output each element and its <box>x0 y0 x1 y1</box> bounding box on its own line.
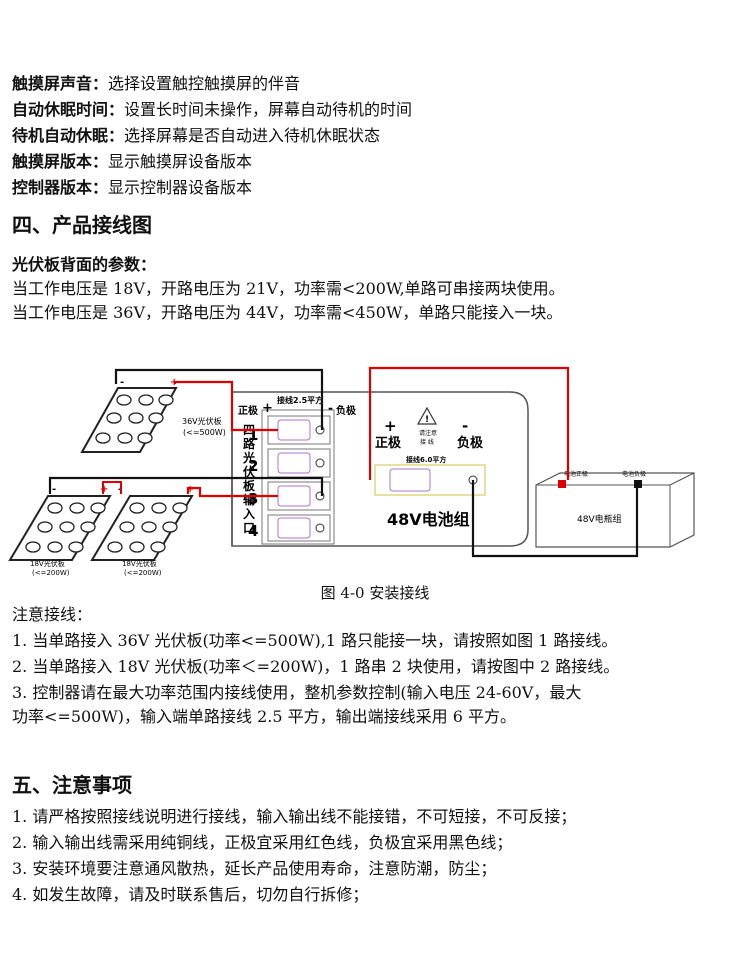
setting-desc: 选择设置触控触摸屏的伴音 <box>108 74 301 93</box>
setting-row-touch-sound: 触摸屏声音：选择设置触控触摸屏的伴音 <box>12 73 300 95</box>
input-number: 2 <box>248 457 258 475</box>
setting-label: 待机自动休眠： <box>12 126 125 145</box>
battery-label: 48V电瓶组 <box>577 513 622 525</box>
input-minus-sign: - <box>328 401 333 415</box>
input-pos-label: 正极 <box>238 404 259 417</box>
section-title-precautions: 五、注意事项 <box>12 773 132 797</box>
setting-row-sleep-time: 自动休眠时间：设置长时间未操作，屏幕自动待机的时间 <box>12 99 412 121</box>
input-label-char: 板 <box>243 478 256 493</box>
panel-param-36v: 当工作电压是 36V，开路电压为 44V，功率需<450W，单路只能接入一块。 <box>12 303 563 322</box>
output-pos-label: 正极 <box>375 435 402 451</box>
input-plus-sign: + <box>262 401 273 416</box>
battery-box <box>535 472 695 548</box>
setting-desc: 选择屏幕是否自动进入待机休眠状态 <box>124 126 381 145</box>
red-wire-18v-b <box>186 486 278 498</box>
panel18a-power: (<=200W) <box>32 569 70 577</box>
note-item: 2. 当单路接入 18V 光伏板(功率＜=200W)，1 路串 2 块使用，请按… <box>12 657 620 676</box>
precaution-item: 2. 输入输出线需采用纯铜线，正极宜采用红色线，负极宜采用黑色线； <box>12 833 513 852</box>
solar-panel-18v-b <box>90 495 194 561</box>
solar-panel-36v <box>80 387 178 453</box>
black-wire-battery <box>471 480 639 558</box>
setting-desc: 设置长时间未操作，屏幕自动待机的时间 <box>124 100 413 119</box>
black-wire-18v-a <box>48 476 324 496</box>
figure-caption: 图 4-0 安装接线 <box>320 584 430 602</box>
notice-text: 接 线 <box>420 438 434 446</box>
note-item: 1. 当单路接入 36V 光伏板(功率<=500W),1 路只能接一块，请按照如… <box>12 631 618 650</box>
input-label-char: 路 <box>243 436 256 451</box>
svg-text:!: ! <box>425 415 429 425</box>
panel-param-18v: 当工作电压是 18V，开路电压为 21V，功率需<200W,单路可串接两块使用。 <box>12 279 565 298</box>
battery-pos-label: 电池正极 <box>564 470 588 478</box>
notice-text: 请注意 <box>419 429 437 437</box>
battery-neg-label: 电池负极 <box>622 470 646 478</box>
precaution-item: 3. 安装环境要注意通风散热，延长产品使用寿命，注意防潮，防尘； <box>12 859 497 878</box>
setting-row-controller-version: 控制器版本：显示控制器设备版本 <box>12 177 252 199</box>
setting-label: 触摸屏声音： <box>12 74 109 93</box>
input-wire-spec: 接线2.5平方 <box>277 395 323 405</box>
input-number: 3 <box>248 490 258 508</box>
output-minus-sign: - <box>462 417 468 435</box>
setting-row-standby-sleep: 待机自动休眠：选择屏幕是否自动进入待机休眠状态 <box>12 125 380 147</box>
section-title-wiring: 四、产品接线图 <box>12 213 152 237</box>
red-wire-36v <box>173 380 278 432</box>
panel18b-plus: + <box>186 484 194 495</box>
panel18a-label: 18V光伏板 <box>30 559 65 568</box>
output-neg-label: 负极 <box>457 435 484 451</box>
panel18b-label: 18V光伏板 <box>122 559 157 568</box>
precaution-item: 1. 请严格按照接线说明进行接线，输入输出线不能接错，不可短接，不可反接； <box>12 807 577 826</box>
battery-neg-terminal <box>634 480 642 488</box>
red-wire-series <box>102 481 122 494</box>
solar-panel-18v-a <box>8 495 112 561</box>
input-terminals <box>267 415 331 542</box>
input-label-char: 口 <box>243 521 255 535</box>
setting-label: 控制器版本： <box>12 178 109 197</box>
setting-label: 自动休眠时间： <box>12 100 125 119</box>
panel18a-plus: + <box>100 484 108 495</box>
input-number: 1 <box>248 426 258 444</box>
precaution-item: 4. 如发生故障，请及时联系售后，切勿自行拆修； <box>12 885 369 904</box>
setting-desc: 显示控制器设备版本 <box>108 178 253 197</box>
panel18a-minus: - <box>52 484 56 495</box>
warning-icon <box>416 406 438 425</box>
setting-row-touch-version: 触摸屏版本：显示触摸屏设备版本 <box>12 151 252 173</box>
input-label-char: 入 <box>243 507 255 521</box>
note-item: 功率<=500W)，输入端单路接线 2.5 平方，输出端接线采用 6 平方。 <box>12 707 517 726</box>
wiring-diagram: 四 路 光 伏 板 输 入 口 1 2 3 4 正极 + 接线2.5平方 - 负… <box>8 366 695 577</box>
panel36-label: 36V光伏板 <box>182 416 222 426</box>
output-plus-sign: + <box>384 417 397 435</box>
input-neg-label: 负极 <box>336 404 357 417</box>
setting-desc: 显示触摸屏设备版本 <box>108 152 253 171</box>
panel36-power: (<=500W) <box>183 428 226 437</box>
panel36-minus: - <box>120 377 124 388</box>
red-wire-battery <box>368 366 570 480</box>
input-number: 4 <box>248 522 258 540</box>
battery-pos-terminal <box>558 480 566 488</box>
panel-params-subtitle: 光伏板背面的参数： <box>12 255 157 274</box>
input-label-char: 光 <box>242 450 255 465</box>
black-wire-36v <box>114 368 324 430</box>
notes-title: 注意接线： <box>12 605 93 624</box>
input-label-char: 伏 <box>243 464 255 479</box>
controller-battery-label: 48V电池组 <box>387 510 470 529</box>
panel18b-power: (<=200W) <box>124 569 162 577</box>
output-wire-spec: 接线6.0平方 <box>406 455 446 464</box>
setting-label: 触摸屏版本： <box>12 152 109 171</box>
note-item: 3. 控制器请在最大功率范围内接线使用，整机参数控制(输入电压 24-60V，最… <box>12 683 582 702</box>
